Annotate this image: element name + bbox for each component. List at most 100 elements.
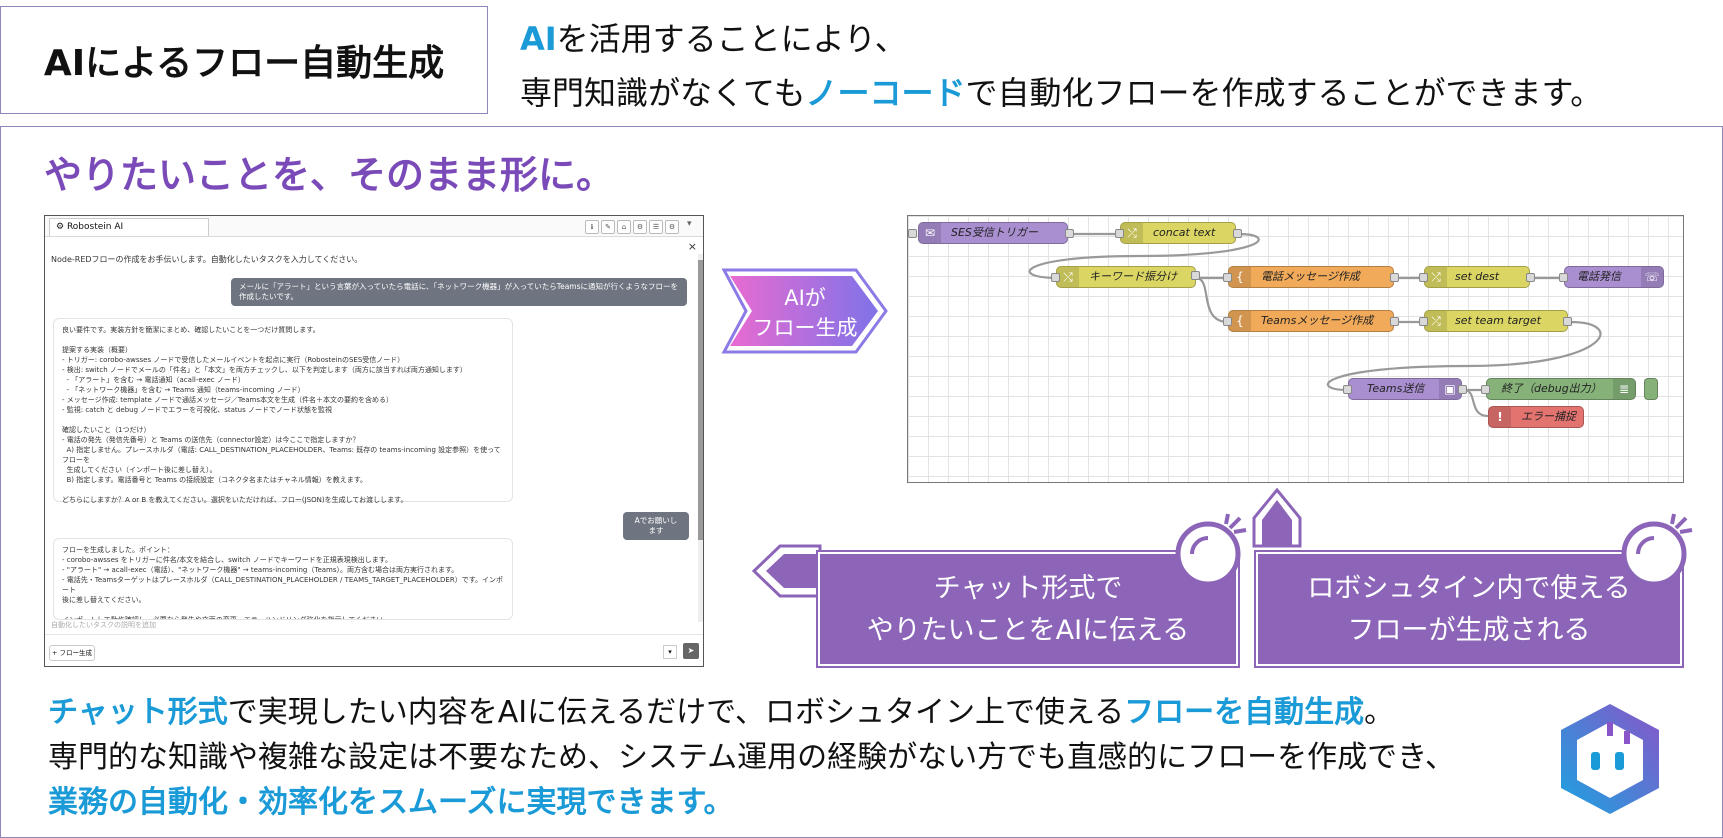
- arrow-label-line: AIが: [784, 286, 826, 310]
- ai-message: 良い要件です。実装方針を簡潔にまとめ、確認したいことを一つだけ質問します。 提案…: [53, 318, 513, 504]
- user-message: Aでお願いします: [623, 512, 689, 540]
- flow-node-done[interactable]: 終了（debug出力） ≣: [1486, 378, 1636, 400]
- flow-node-tel-send[interactable]: 電話発信 ☏: [1564, 266, 1664, 288]
- shuffle-icon: ⤮: [1425, 311, 1447, 331]
- node-label: 電話発信: [1577, 270, 1621, 283]
- switch-icon: ⤭: [1057, 267, 1079, 287]
- node-port[interactable]: [1191, 271, 1200, 280]
- headline: やりたいことを、そのまま形に。: [44, 153, 615, 197]
- tagline-text: 専門知識がなくても: [520, 74, 806, 112]
- node-port[interactable]: [1481, 385, 1490, 394]
- node-label: SES受信トリガー: [951, 226, 1038, 239]
- flow-node-ses[interactable]: ✉ SES受信トリガー: [918, 222, 1068, 244]
- node-port[interactable]: [1419, 317, 1428, 326]
- description-line-2: 専門的な知識や複雑な設定は不要なため、システム運用の経験がない方でも直感的にフロ…: [48, 740, 1455, 775]
- cta-line: ロボシュタイン内で使える: [1307, 573, 1631, 604]
- node-label: 電話メッセージ作成: [1261, 270, 1360, 283]
- node-label: concat text: [1153, 226, 1216, 239]
- node-port[interactable]: [1223, 273, 1232, 282]
- menu-icon[interactable]: ☰: [649, 220, 663, 234]
- flow-node-tel-msg[interactable]: { 電話メッセージ作成: [1228, 266, 1394, 288]
- chat-input[interactable]: 自動化したいタスクの説明を追加: [51, 621, 156, 629]
- cta-line: チャット形式で: [933, 573, 1123, 604]
- flow-node-set-team[interactable]: ⤮ set team target: [1424, 310, 1568, 332]
- magnifier-icon: [1175, 513, 1247, 587]
- flow-wires: [1028, 232, 1602, 418]
- node-port[interactable]: [908, 229, 917, 238]
- tagline-line-1: AIを活用することにより、: [520, 12, 1710, 66]
- chevron-down-icon[interactable]: ▾: [687, 219, 692, 229]
- flow-generate-button[interactable]: + フロー生成: [49, 645, 95, 661]
- arrow-label: AIが フロー生成: [730, 283, 880, 343]
- teams-icon: ▣: [1439, 379, 1461, 399]
- tagline-text: で自動化フローを作成することができます。: [965, 74, 1603, 112]
- page-title: AIによるフロー自動生成: [0, 6, 488, 114]
- flow-canvas[interactable]: ✉ SES受信トリガー ⤮ concat text ⤭ キーワード振分け { 電…: [907, 215, 1684, 483]
- arrow-up-graphic: [1252, 488, 1302, 548]
- arrow-left-graphic: [752, 544, 822, 598]
- node-port[interactable]: [1526, 273, 1535, 282]
- magnifier-icon: [1621, 513, 1693, 587]
- node-label: Teams送信: [1367, 382, 1425, 395]
- phone-icon: ☏: [1641, 267, 1663, 287]
- highlight-flow: フローを自動生成: [1124, 695, 1365, 730]
- tagline-text: を活用することにより、: [556, 20, 907, 58]
- chat-tab-title: Robostein AI: [66, 222, 124, 232]
- arrow-right-graphic: [721, 268, 888, 354]
- edit-icon[interactable]: ✎: [601, 220, 615, 234]
- chat-scrollbar[interactable]: [698, 254, 703, 622]
- template-icon: {: [1229, 267, 1251, 287]
- node-port[interactable]: [1458, 385, 1467, 394]
- description: チャット形式で実現したい内容をAIに伝えるだけで、ロボシュタイン上で使えるフロー…: [48, 690, 1455, 825]
- flow-node-teams-msg[interactable]: { Teamsメッセージ作成: [1228, 310, 1394, 332]
- mail-icon: ✉: [919, 223, 941, 243]
- node-label: 終了（debug出力）: [1501, 382, 1602, 395]
- cta-line: フローが生成される: [1347, 615, 1591, 646]
- flow-node-concat[interactable]: ⤮ concat text: [1120, 222, 1236, 244]
- chat-tab-bar: ⚙ Robostein AI ℹ ✎ ⌂ ⚙ ☰ ⚙ ▾: [45, 216, 703, 237]
- robostein-logo-icon: [1561, 704, 1659, 814]
- node-port[interactable]: [1559, 273, 1568, 282]
- node-label: set dest: [1455, 270, 1500, 283]
- node-port[interactable]: [1390, 317, 1399, 326]
- flow-node-keyword[interactable]: ⤭ キーワード振分け: [1056, 266, 1196, 288]
- gear-icon: ⚙: [56, 222, 67, 232]
- node-port[interactable]: [1419, 273, 1428, 282]
- description-text: 。: [1364, 695, 1395, 730]
- exclamation-icon: !: [1489, 407, 1511, 427]
- node-port[interactable]: [1051, 273, 1060, 282]
- node-port[interactable]: [1233, 229, 1242, 238]
- flow-node-error[interactable]: ! エラー捕捉: [1488, 406, 1584, 428]
- node-port[interactable]: [1343, 385, 1352, 394]
- flow-node-set-dest[interactable]: ⤮ set dest: [1424, 266, 1530, 288]
- node-port[interactable]: [1065, 229, 1074, 238]
- gear-icon[interactable]: ⚙: [665, 220, 679, 234]
- node-port[interactable]: [1390, 273, 1399, 282]
- settings-icon[interactable]: ⚙: [633, 220, 647, 234]
- user-message: メールに「アラート」という言葉が入っていたら電話に、「ネットワーク機器」が入って…: [231, 278, 687, 306]
- chat-intro: Node-REDフローの作成をお手伝いします。自動化したいタスクを入力してくださ…: [51, 255, 363, 264]
- node-label: set team target: [1455, 314, 1541, 327]
- shuffle-icon: ⤮: [1425, 267, 1447, 287]
- highlight-chat: チャット形式: [48, 695, 228, 730]
- tagline: AIを活用することにより、 専門知識がなくてもノーコードで自動化フローを作成する…: [520, 12, 1710, 120]
- info-icon[interactable]: ℹ: [585, 220, 599, 234]
- template-icon: {: [1229, 311, 1251, 331]
- chat-tab[interactable]: ⚙ Robostein AI: [49, 218, 209, 236]
- description-text: で実現したい内容をAIに伝えるだけで、ロボシュタイン上で使える: [227, 695, 1125, 730]
- ai-message: フローを生成しました。ポイント： - corobo-awsses をトリガーに件…: [53, 538, 513, 620]
- chevron-down-icon[interactable]: ▾: [663, 645, 677, 659]
- flow-node-teams-send[interactable]: Teams送信 ▣: [1348, 378, 1462, 400]
- list-icon: ≣: [1613, 379, 1635, 399]
- home-icon[interactable]: ⌂: [617, 220, 631, 234]
- tagline-nocode: ノーコード: [805, 74, 966, 112]
- node-port[interactable]: [1563, 317, 1572, 326]
- debug-toggle[interactable]: [1644, 378, 1658, 400]
- close-icon[interactable]: ×: [687, 240, 697, 253]
- tagline-line-2: 専門知識がなくてもノーコードで自動化フローを作成することができます。: [520, 66, 1710, 120]
- node-port[interactable]: [1115, 229, 1124, 238]
- node-port[interactable]: [1223, 317, 1232, 326]
- shuffle-icon: ⤮: [1121, 223, 1143, 243]
- send-button[interactable]: ➤: [683, 643, 699, 659]
- cta-flow: ロボシュタイン内で使える フローが生成される: [1254, 550, 1684, 668]
